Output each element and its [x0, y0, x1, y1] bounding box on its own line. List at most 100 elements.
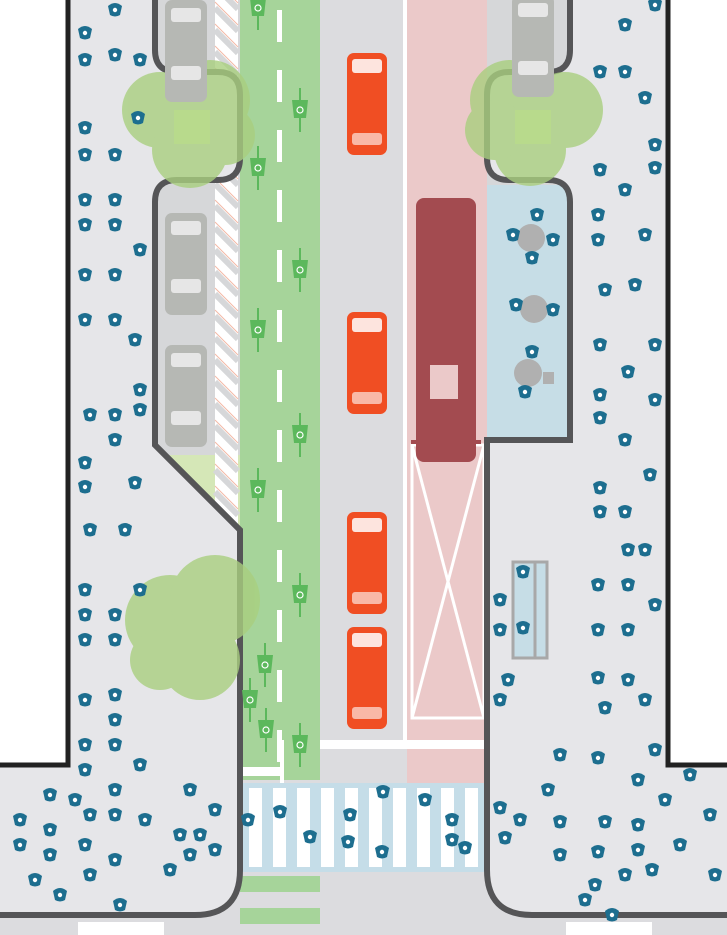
pedestrian-icon [108, 433, 122, 447]
pedestrian-icon [303, 830, 317, 844]
bicycle-icon [250, 308, 266, 352]
pedestrian-icon [78, 456, 92, 470]
pedestrian-icon [108, 713, 122, 727]
pedestrian-icon [593, 411, 607, 425]
pedestrian-icon [273, 805, 287, 819]
pedestrian-icon [173, 828, 187, 842]
pedestrian-icon [193, 828, 207, 842]
pedestrian-icon [445, 833, 459, 847]
pedestrian-icon [83, 523, 97, 537]
parked-car-icon [165, 0, 207, 102]
pedestrian-icon [108, 408, 122, 422]
lane-dash [277, 250, 282, 282]
pedestrian-icon [78, 583, 92, 597]
pedestrian-icon [208, 843, 222, 857]
pedestrian-icon [591, 845, 605, 859]
pedestrian-icon [553, 848, 567, 862]
pedestrian-icon [598, 283, 612, 297]
pedestrian-icon [593, 505, 607, 519]
parked-car-icon [165, 213, 207, 315]
cafe-table-icon [514, 224, 554, 387]
pedestrian-icon [638, 693, 652, 707]
lane-dash [277, 370, 282, 402]
pedestrian-icon [341, 835, 355, 849]
pedestrian-icon [598, 701, 612, 715]
pedestrian-icon [78, 608, 92, 622]
bicycle-icon [292, 88, 308, 132]
pedestrian-icon [133, 403, 147, 417]
pedestrian-icon [78, 26, 92, 40]
pedestrian-icon [493, 593, 507, 607]
pedestrian-icon [28, 873, 42, 887]
pedestrian-icon [108, 3, 122, 17]
pedestrian-icon [648, 0, 662, 12]
crosswalk-stripe [249, 788, 262, 867]
crosswalk-stripe [417, 788, 430, 867]
crosswalk-stripe [297, 788, 310, 867]
hatch-stripe [212, 401, 241, 430]
parked-car-icon [165, 345, 207, 447]
pedestrian-icon [648, 393, 662, 407]
pedestrian-icon [13, 838, 27, 852]
pedestrian-icon [525, 251, 539, 265]
hatch-stripe [212, 445, 241, 474]
pedestrian-icon [68, 793, 82, 807]
pedestrian-icon [78, 763, 92, 777]
bicycle-icon [292, 573, 308, 617]
pedestrian-icon [530, 208, 544, 222]
pedestrian-icon [591, 578, 605, 592]
pedestrian-icon [578, 893, 592, 907]
pedestrian-icon [648, 598, 662, 612]
hatch-stripe [212, 5, 241, 34]
pedestrian-icon [78, 53, 92, 67]
pedestrian-icon [183, 783, 197, 797]
pedestrian-icon [498, 831, 512, 845]
pedestrian-icon [108, 808, 122, 822]
pedestrian-icon [593, 481, 607, 495]
pedestrian-icon [83, 808, 97, 822]
bicycle-icon [292, 248, 308, 292]
bicycle-icon [258, 708, 274, 752]
pedestrian-icon [648, 161, 662, 175]
pedestrian-icon [128, 476, 142, 490]
pedestrian-icon [133, 583, 147, 597]
pedestrian-icon [133, 758, 147, 772]
pedestrian-icon [78, 193, 92, 207]
bike-lane-dashes [277, 10, 282, 762]
pedestrian-icon [648, 338, 662, 352]
bicycle-icon [250, 468, 266, 512]
lane-dash [277, 550, 282, 582]
pedestrian-icon [621, 578, 635, 592]
hatch-stripe [212, 203, 241, 232]
pedestrian-icon [78, 693, 92, 707]
pedestrian-icon [591, 751, 605, 765]
pedestrian-icon [673, 838, 687, 852]
pedestrian-icon [516, 621, 530, 635]
hatch-stripe [214, 1, 239, 26]
crosswalk-stripe [273, 788, 286, 867]
hatch-stripe [212, 291, 241, 320]
hatch-stripe [212, 335, 241, 364]
pedestrian-icon [445, 813, 459, 827]
bus-icon [411, 198, 481, 462]
hatch-stripe [214, 441, 239, 466]
pedestrian-icon [78, 121, 92, 135]
pedestrian-icon [618, 18, 632, 32]
hatch-stripe [214, 265, 239, 290]
pedestrian-icon [591, 623, 605, 637]
hatch-stripe [212, 357, 241, 386]
hatch-stripe [214, 45, 239, 70]
pedestrian-icon [516, 565, 530, 579]
hatch-stripe [212, 225, 241, 254]
pedestrian-icon [493, 693, 507, 707]
car-icon [347, 312, 387, 414]
pedestrian-icon [501, 673, 515, 687]
pedestrian-icon [645, 863, 659, 877]
hatch-stripe [212, 313, 241, 342]
bike-stop-bar [240, 767, 280, 776]
pedestrian-icon [643, 468, 657, 482]
tree-icon [125, 555, 260, 700]
crosswalk-stripe [321, 788, 334, 867]
hatch-stripe [212, 489, 241, 518]
hatch-stripe [214, 485, 239, 510]
